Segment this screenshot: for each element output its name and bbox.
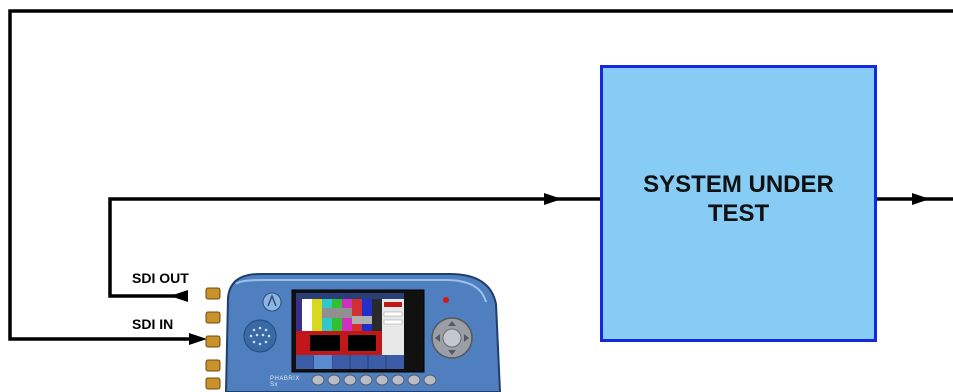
device-model: Sx bbox=[270, 382, 279, 388]
logo-icon bbox=[262, 292, 282, 312]
sut-output-arrowhead bbox=[912, 193, 930, 205]
speaker-grille-icon bbox=[243, 319, 277, 353]
sdi-out-wire bbox=[108, 197, 600, 298]
status-led bbox=[443, 297, 449, 303]
device-illustration bbox=[205, 273, 502, 392]
bnc-connectors bbox=[205, 287, 221, 390]
return-wire bbox=[8, 9, 953, 341]
function-keys bbox=[311, 374, 437, 386]
device-brand-label: PHABRIX Sx bbox=[270, 376, 300, 388]
navigation-dpad bbox=[431, 317, 473, 359]
sdi-in-label: SDI IN bbox=[132, 316, 174, 332]
device-screen bbox=[296, 293, 404, 369]
system-under-test-label: SYSTEM UNDER TEST bbox=[643, 171, 834, 227]
sdi-out-label: SDI OUT bbox=[132, 270, 189, 286]
sut-input-arrowhead bbox=[544, 193, 562, 205]
device-brand: PHABRIX bbox=[270, 376, 300, 382]
sdi-out-arrowhead bbox=[170, 290, 188, 302]
sdi-in-arrowhead bbox=[189, 333, 207, 345]
system-under-test-box: SYSTEM UNDER TEST bbox=[600, 65, 877, 342]
phabrix-sx-device: PHABRIX Sx bbox=[200, 268, 510, 392]
